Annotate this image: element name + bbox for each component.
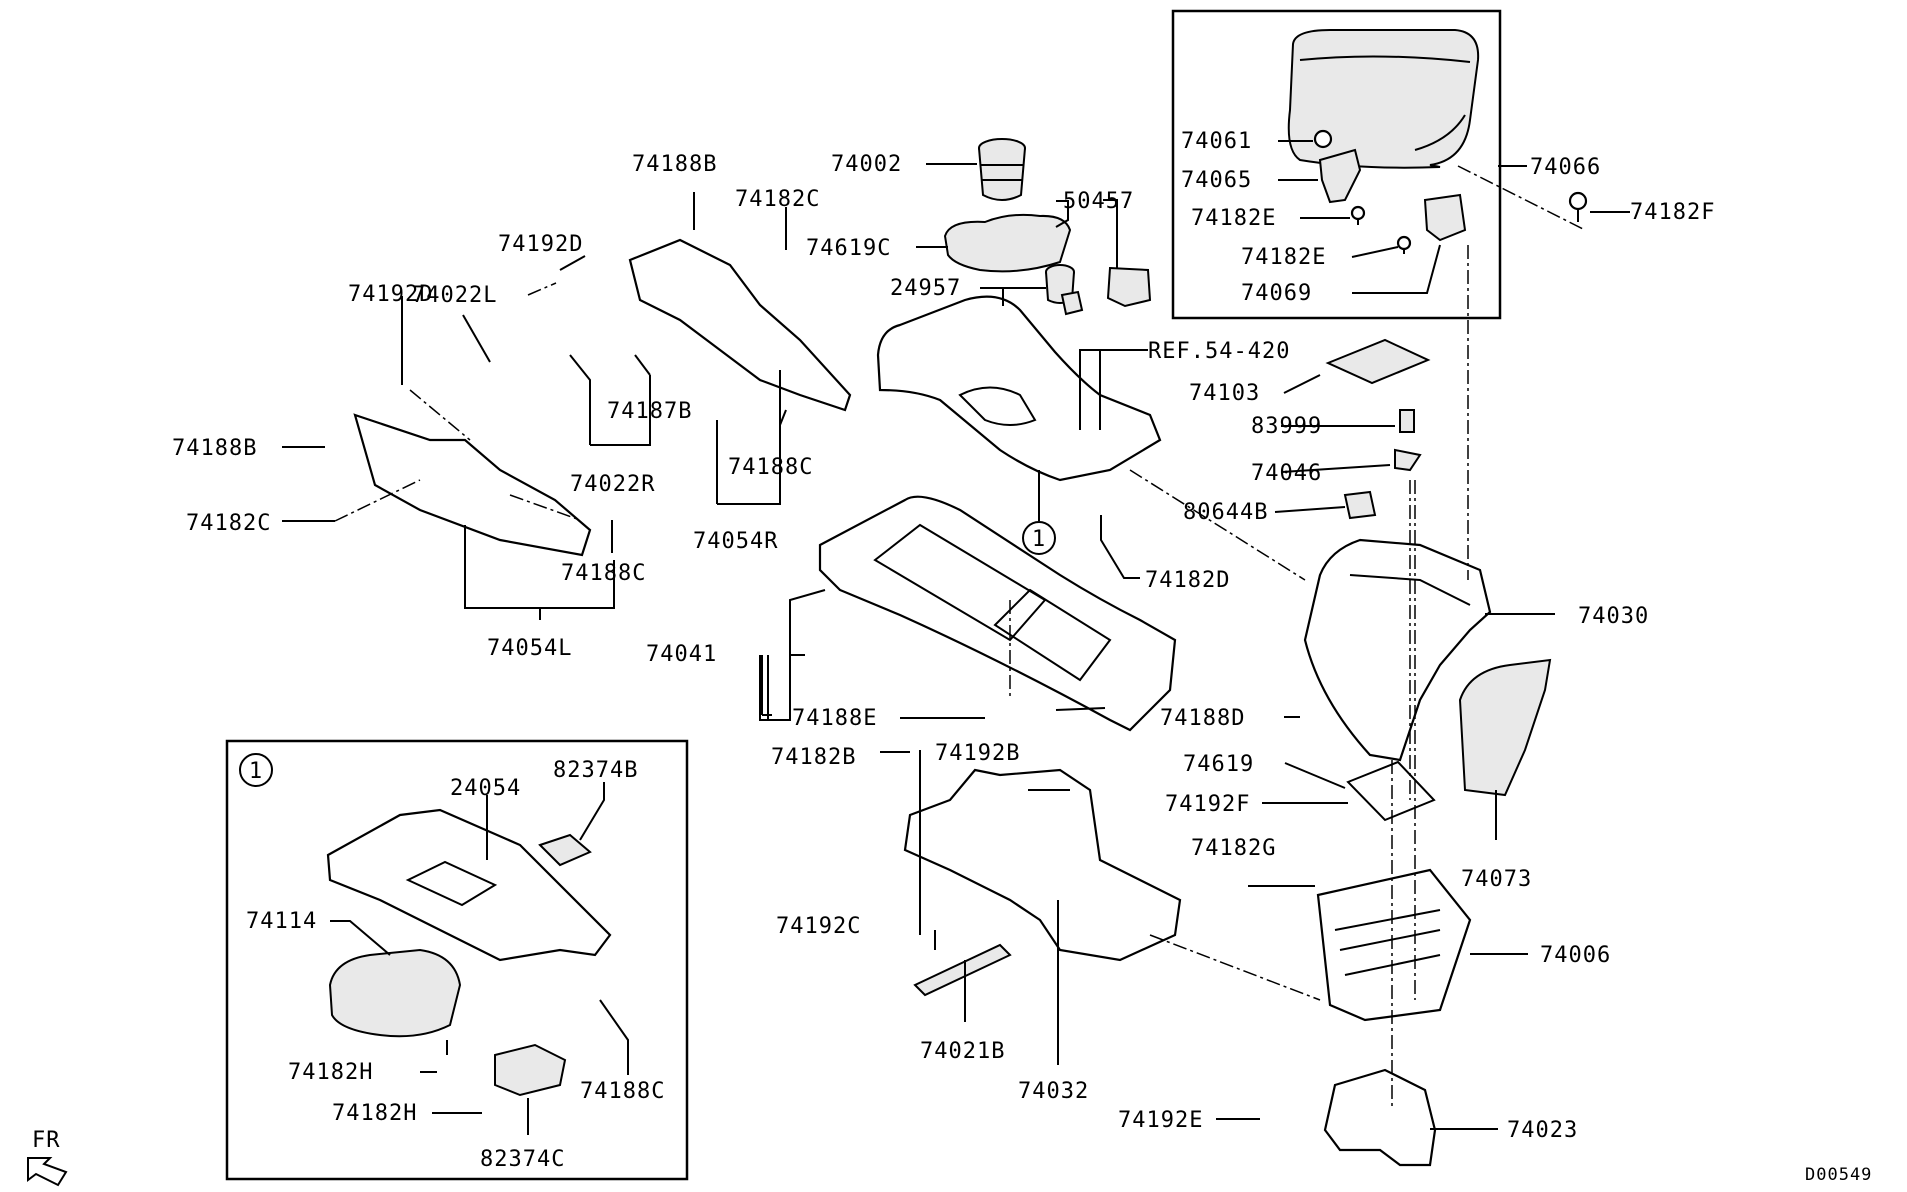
label-74023: 74023 bbox=[1507, 1118, 1578, 1143]
label-74182H-b: 74182H bbox=[332, 1101, 417, 1126]
inset-panel-24054 bbox=[326, 808, 612, 962]
label-74073: 74073 bbox=[1461, 867, 1532, 892]
label-74188C-a: 74188C bbox=[728, 455, 813, 480]
label-74041: 74041 bbox=[646, 642, 717, 667]
label-74002: 74002 bbox=[831, 152, 902, 177]
inset-detail-box bbox=[225, 739, 689, 1181]
label-74188B-a: 74188B bbox=[632, 152, 717, 177]
label-74069: 74069 bbox=[1241, 281, 1312, 306]
label-74192E: 74192E bbox=[1118, 1108, 1203, 1133]
label-74065: 74065 bbox=[1181, 168, 1252, 193]
label-74030: 74030 bbox=[1578, 604, 1649, 629]
callout-inset: 1 bbox=[239, 753, 273, 787]
label-74182H-a: 74182H bbox=[288, 1060, 373, 1085]
label-74103: 74103 bbox=[1189, 381, 1260, 406]
part-74061-shape bbox=[1313, 129, 1333, 149]
label-74192F: 74192F bbox=[1165, 792, 1250, 817]
inset-part-82374C bbox=[494, 1043, 567, 1097]
label-74046: 74046 bbox=[1251, 461, 1322, 486]
label-74192C: 74192C bbox=[776, 914, 861, 939]
cup-74002 bbox=[978, 138, 1026, 201]
label-24957: 24957 bbox=[890, 276, 961, 301]
label-74192D-a: 74192D bbox=[498, 232, 583, 257]
label-74182E-a: 74182E bbox=[1191, 206, 1276, 231]
label-74022R: 74022R bbox=[570, 472, 655, 497]
drawing-code: D00549 bbox=[1805, 1165, 1872, 1185]
bracket-74023 bbox=[1323, 1068, 1437, 1167]
label-74114: 74114 bbox=[246, 909, 317, 934]
label-74187B: 74187B bbox=[607, 399, 692, 424]
label-74054R: 74054R bbox=[693, 529, 778, 554]
bolt-74182F bbox=[1568, 191, 1588, 222]
callout-inset-label: 1 bbox=[249, 759, 263, 784]
label-74066: 74066 bbox=[1530, 155, 1601, 180]
callout-main: 1 bbox=[1022, 521, 1056, 555]
label-82374C: 82374C bbox=[480, 1147, 565, 1172]
label-82374B: 82374B bbox=[553, 758, 638, 783]
bin-74006 bbox=[1316, 868, 1472, 1022]
label-24054: 24054 bbox=[450, 776, 521, 801]
label-74188B-b: 74188B bbox=[172, 436, 257, 461]
main-console-74041 bbox=[818, 495, 1177, 732]
front-arrow-icon bbox=[27, 1157, 68, 1187]
label-74188E: 74188E bbox=[792, 706, 877, 731]
strip-74021B bbox=[913, 943, 1012, 997]
label-ref-54-420: REF.54-420 bbox=[1148, 339, 1290, 364]
label-74619: 74619 bbox=[1183, 752, 1254, 777]
label-74182G: 74182G bbox=[1191, 836, 1276, 861]
armrest-detail-box bbox=[1171, 9, 1502, 320]
label-74182E-b: 74182E bbox=[1241, 245, 1326, 270]
cover-74073 bbox=[1458, 658, 1552, 797]
label-74188C-b: 74188C bbox=[561, 561, 646, 586]
side-panel-74054L bbox=[353, 413, 592, 557]
armrest-lid bbox=[1287, 29, 1480, 169]
part-74069-shape bbox=[1423, 193, 1467, 242]
label-74182C-b: 74182C bbox=[186, 511, 271, 536]
label-74182C-a: 74182C bbox=[735, 187, 820, 212]
label-74192B: 74192B bbox=[935, 741, 1020, 766]
callout-main-label: 1 bbox=[1032, 527, 1046, 552]
part-74046-shape bbox=[1394, 448, 1422, 472]
label-74182B: 74182B bbox=[771, 745, 856, 770]
part-83999-shape bbox=[1399, 409, 1415, 433]
label-74022L: 74022L bbox=[412, 283, 497, 308]
part-74065-shape bbox=[1318, 148, 1362, 204]
upper-console-panel bbox=[876, 295, 1162, 482]
label-74188C-c: 74188C bbox=[580, 1079, 665, 1104]
cup-holder-74619C bbox=[943, 213, 1072, 273]
bolt-74182E-a bbox=[1350, 205, 1366, 225]
upper-console-opening bbox=[958, 386, 1037, 426]
label-50457: 50457 bbox=[1063, 189, 1134, 214]
label-74006: 74006 bbox=[1540, 943, 1611, 968]
label-74182F: 74182F bbox=[1630, 200, 1715, 225]
label-74021B: 74021B bbox=[920, 1039, 1005, 1064]
inset-cupholder-74114 bbox=[328, 948, 462, 1038]
leader-lines bbox=[282, 140, 1630, 1135]
switch-50457 bbox=[1106, 266, 1152, 308]
bolt-74182E-b bbox=[1396, 235, 1412, 254]
label-80644B: 80644B bbox=[1183, 500, 1268, 525]
label-74032: 74032 bbox=[1018, 1079, 1089, 1104]
tray-74103 bbox=[1325, 338, 1431, 385]
part-labels: 74061 74065 74066 74182E 74182F 74182E 7… bbox=[172, 129, 1715, 1172]
label-74188D: 74188D bbox=[1160, 706, 1245, 731]
label-83999: 83999 bbox=[1251, 414, 1322, 439]
label-74054L: 74054L bbox=[487, 636, 572, 661]
sheet-74619 bbox=[1346, 760, 1436, 822]
part-80644B-shape bbox=[1343, 490, 1377, 520]
front-direction-label: FR bbox=[32, 1128, 61, 1153]
label-74061: 74061 bbox=[1181, 129, 1252, 154]
label-74619C: 74619C bbox=[806, 236, 891, 261]
ref-part bbox=[1060, 290, 1084, 316]
inset-part-82374B bbox=[538, 833, 592, 867]
axis-lines bbox=[334, 165, 1586, 1110]
side-panel-74054R bbox=[628, 238, 852, 412]
label-74182D: 74182D bbox=[1145, 568, 1230, 593]
label-74192D-b: 74192D bbox=[348, 282, 433, 307]
bracket-74032 bbox=[903, 768, 1182, 962]
